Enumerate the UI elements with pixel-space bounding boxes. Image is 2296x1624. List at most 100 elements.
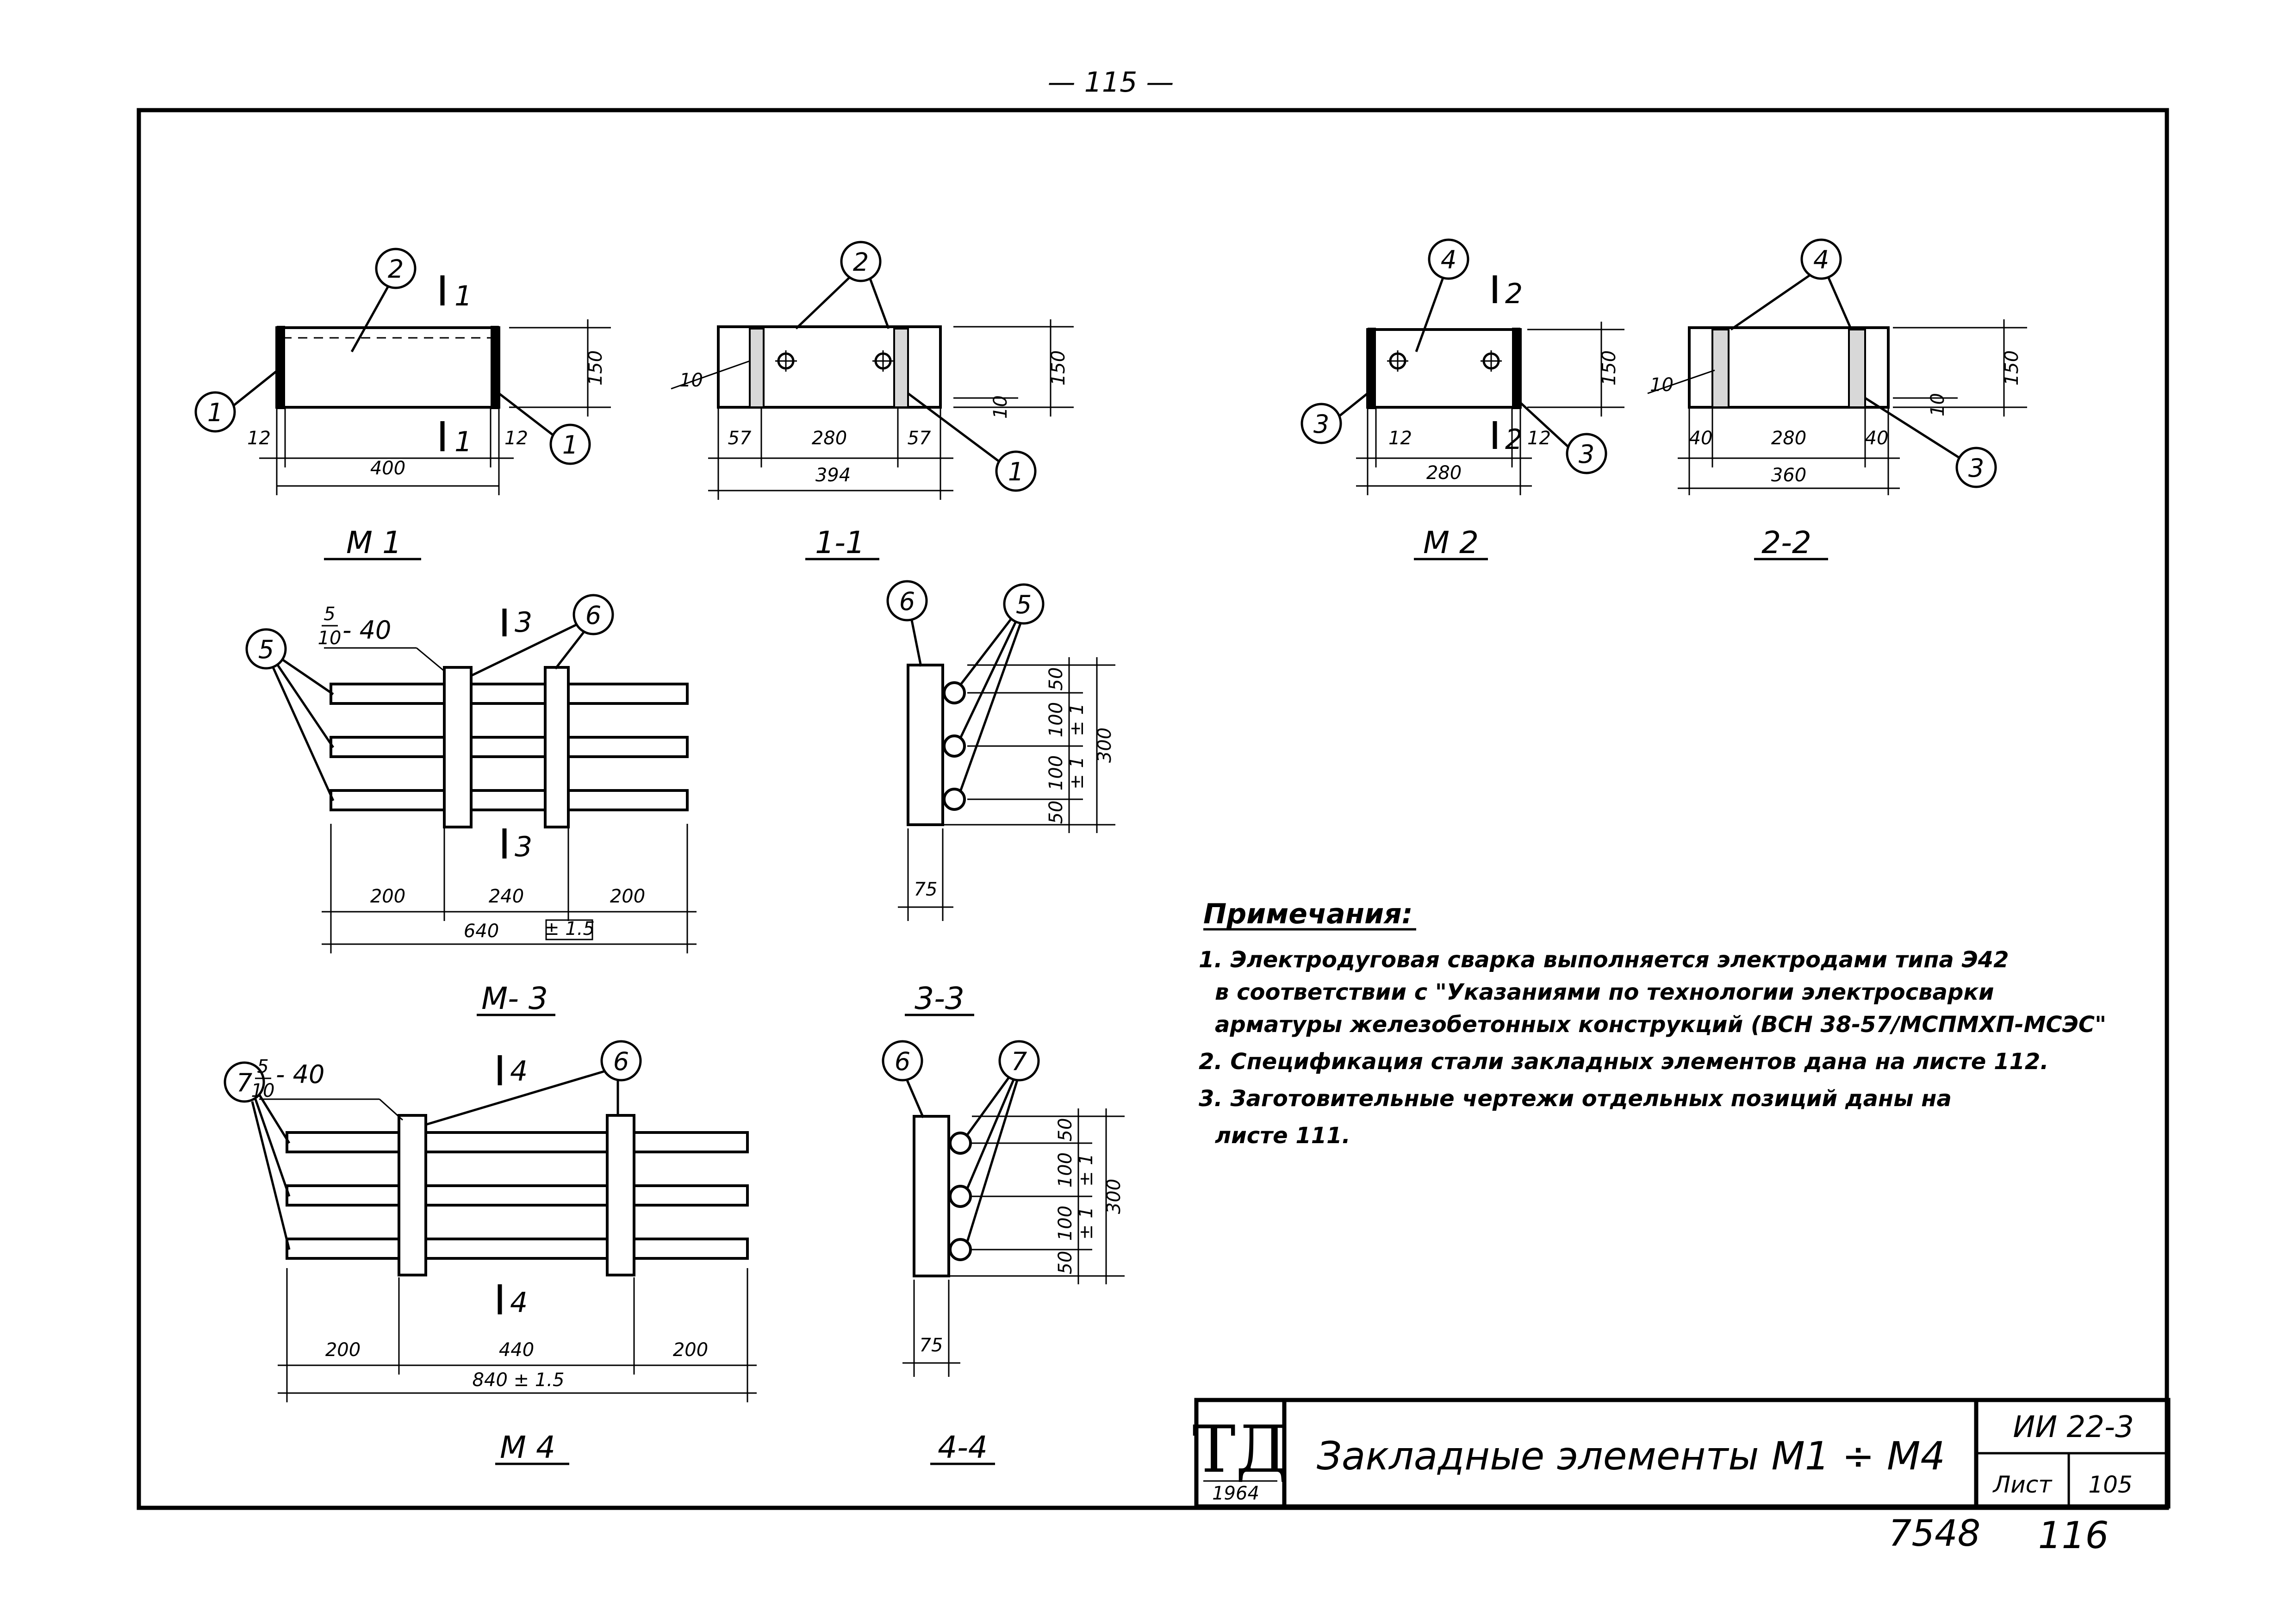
s11-dim-right: 57 bbox=[908, 428, 931, 449]
s11-callout-2: 2 bbox=[853, 248, 869, 277]
title-year: 1964 bbox=[1212, 1483, 1259, 1504]
s22-caption: 2-2 bbox=[1761, 525, 1811, 560]
m4-dim-mid: 440 bbox=[499, 1339, 534, 1361]
s11-dim-mid: 280 bbox=[812, 428, 847, 449]
note-line-5: 3. Заготовительные чертежи отдельных поз… bbox=[1199, 1086, 1952, 1112]
s33-dim-bottom: 50 bbox=[1045, 801, 1067, 824]
s33-rod-2 bbox=[943, 734, 966, 758]
m1-caption: М 1 bbox=[346, 525, 402, 560]
s33-dim-tol-2: ± 1 bbox=[1066, 756, 1088, 790]
s33-caption: 3-3 bbox=[915, 981, 964, 1016]
s44-dim-tol-1: ± 1 bbox=[1076, 1153, 1097, 1187]
s44-dim-total: 300 bbox=[1103, 1179, 1125, 1214]
s33-rod-3 bbox=[943, 788, 966, 811]
s33-dim-total: 300 bbox=[1094, 728, 1115, 763]
s33-dim-tol-1: ± 1 bbox=[1066, 703, 1088, 736]
title-sheet-number: 105 bbox=[2088, 1471, 2132, 1498]
s11-dim-left: 57 bbox=[728, 428, 752, 449]
m1-section-mark-top: 1 bbox=[454, 280, 472, 312]
note-line-6: листе 111. bbox=[1215, 1123, 1350, 1149]
m3-dim-total: 640 bbox=[464, 921, 499, 942]
s44-dim-top: 50 bbox=[1055, 1118, 1076, 1142]
title-sheet-label: Лист bbox=[1992, 1471, 2053, 1498]
m3-dim-right: 200 bbox=[610, 886, 645, 907]
s22-callout-4: 4 bbox=[1813, 245, 1829, 274]
footer-page-number: 116 bbox=[2038, 1514, 2109, 1557]
drawing-frame bbox=[137, 108, 2169, 1510]
s11-dim-weld: 10 bbox=[679, 370, 703, 391]
m1-callout-1-left: 1 bbox=[207, 398, 223, 427]
m2-dim-length: 280 bbox=[1426, 462, 1462, 484]
m3-plate-left bbox=[443, 666, 473, 828]
m3-caption: М- 3 bbox=[481, 981, 548, 1016]
s22-dim-gap: 10 bbox=[1927, 393, 1948, 417]
view-m2: 4 3 3 2 2 150 12 12 280 М 2 bbox=[1300, 238, 1624, 560]
s22-callout-3: 3 bbox=[1968, 454, 1984, 483]
s33-callout-5: 5 bbox=[1016, 590, 1032, 619]
s44-dim-bottom: 50 bbox=[1055, 1251, 1076, 1275]
m4-dim-total: 840 ± 1.5 bbox=[473, 1369, 565, 1391]
m4-weld-num: 5 bbox=[257, 1056, 268, 1077]
m2-right-rod bbox=[1512, 328, 1520, 409]
m3-plate-right bbox=[544, 666, 570, 828]
m4-plate-left bbox=[398, 1114, 427, 1276]
m3-weld-len: - 40 bbox=[342, 616, 391, 645]
view-section-3-3: 6 5 50 100 100 50 ± 1 ± 1 300 75 3-3 bbox=[886, 580, 1115, 1016]
s33-rod-1 bbox=[943, 681, 966, 704]
s44-dim-tol-2: ± 1 bbox=[1076, 1207, 1097, 1240]
m3-rod-2 bbox=[330, 736, 689, 758]
m4-section-mark-bottom: 4 bbox=[510, 1287, 528, 1319]
s44-dim-width: 75 bbox=[920, 1335, 943, 1356]
m4-rod-2 bbox=[286, 1184, 749, 1207]
m2-left-rod bbox=[1368, 328, 1376, 409]
s33-callout-6: 6 bbox=[899, 587, 915, 616]
s33-dim-gap-2: 100 bbox=[1045, 755, 1067, 790]
note-line-1: 1. Электродуговая сварка выполняется эле… bbox=[1199, 947, 2009, 973]
s11-dim-height: 150 bbox=[1048, 350, 1069, 386]
m3-dim-left: 200 bbox=[370, 886, 405, 907]
m1-dim-length: 400 bbox=[370, 458, 405, 479]
view-section-1-1: 2 1 10 150 10 57 280 57 394 1-1 bbox=[671, 241, 1074, 560]
m1-dim-height: 150 bbox=[585, 350, 606, 386]
m2-dim-right-end: 12 bbox=[1527, 428, 1551, 449]
s22-dim-weld: 10 bbox=[1650, 374, 1674, 396]
m2-dim-height: 150 bbox=[1599, 350, 1620, 386]
view-section-4-4: 6 7 50 100 100 50 ± 1 ± 1 300 75 4-4 bbox=[882, 1040, 1125, 1465]
m3-callout-6: 6 bbox=[585, 601, 601, 630]
m3-weld-num: 5 bbox=[324, 604, 335, 625]
title-text: Закладные элементы М1 ÷ М4 bbox=[1317, 1433, 1945, 1479]
view-m3: 5 6 5 10 - 40 3 3 200 240 200 640 ± 1.5 … bbox=[245, 594, 697, 1016]
m2-section-mark-top: 2 bbox=[1505, 278, 1523, 310]
s11-callout-1: 1 bbox=[1008, 457, 1024, 486]
view-m1: 2 1 1 1 1 150 12 12 400 М 1 bbox=[194, 248, 611, 560]
note-line-3: арматуры железобетонных конструкций (ВСН… bbox=[1215, 1012, 2106, 1038]
m3-weld-den: 10 bbox=[318, 628, 342, 649]
archive-number: 7548 bbox=[1889, 1513, 1981, 1555]
m4-rod-1 bbox=[286, 1131, 749, 1153]
m2-callout-3-left: 3 bbox=[1313, 410, 1329, 439]
s11-dim-gap: 10 bbox=[990, 395, 1011, 419]
m1-callout-1-right: 1 bbox=[562, 430, 578, 460]
m2-plate bbox=[1366, 328, 1522, 409]
m2-dim-left-end: 12 bbox=[1388, 428, 1412, 449]
s44-callout-7: 7 bbox=[1011, 1047, 1027, 1076]
m1-right-rod bbox=[491, 326, 499, 409]
s11-caption: 1-1 bbox=[815, 525, 865, 560]
s33-dim-width: 75 bbox=[914, 879, 938, 900]
m4-dim-left: 200 bbox=[325, 1339, 361, 1361]
m1-section-mark-bottom: 1 bbox=[454, 426, 472, 458]
m4-rod-3 bbox=[286, 1238, 749, 1260]
title-logo: ТД bbox=[1192, 1412, 1288, 1487]
notes-heading: Примечания: bbox=[1203, 898, 1413, 930]
m3-rod-3 bbox=[330, 789, 689, 811]
view-section-2-2: 4 3 10 150 10 40 280 40 360 2-2 bbox=[1647, 238, 2027, 560]
view-m4: 7 6 5 10 - 40 4 4 200 440 200 840 ± 1.5 … bbox=[224, 1040, 757, 1465]
m4-callout-7: 7 bbox=[236, 1068, 252, 1097]
m1-callout-2: 2 bbox=[388, 255, 404, 284]
s33-dim-gap-1: 100 bbox=[1045, 702, 1067, 737]
s22-dim-height: 150 bbox=[2001, 350, 2022, 386]
m1-left-rod bbox=[277, 326, 285, 409]
s33-plate bbox=[907, 664, 944, 826]
m4-callout-6: 6 bbox=[613, 1047, 629, 1076]
m2-callout-4: 4 bbox=[1441, 245, 1456, 274]
